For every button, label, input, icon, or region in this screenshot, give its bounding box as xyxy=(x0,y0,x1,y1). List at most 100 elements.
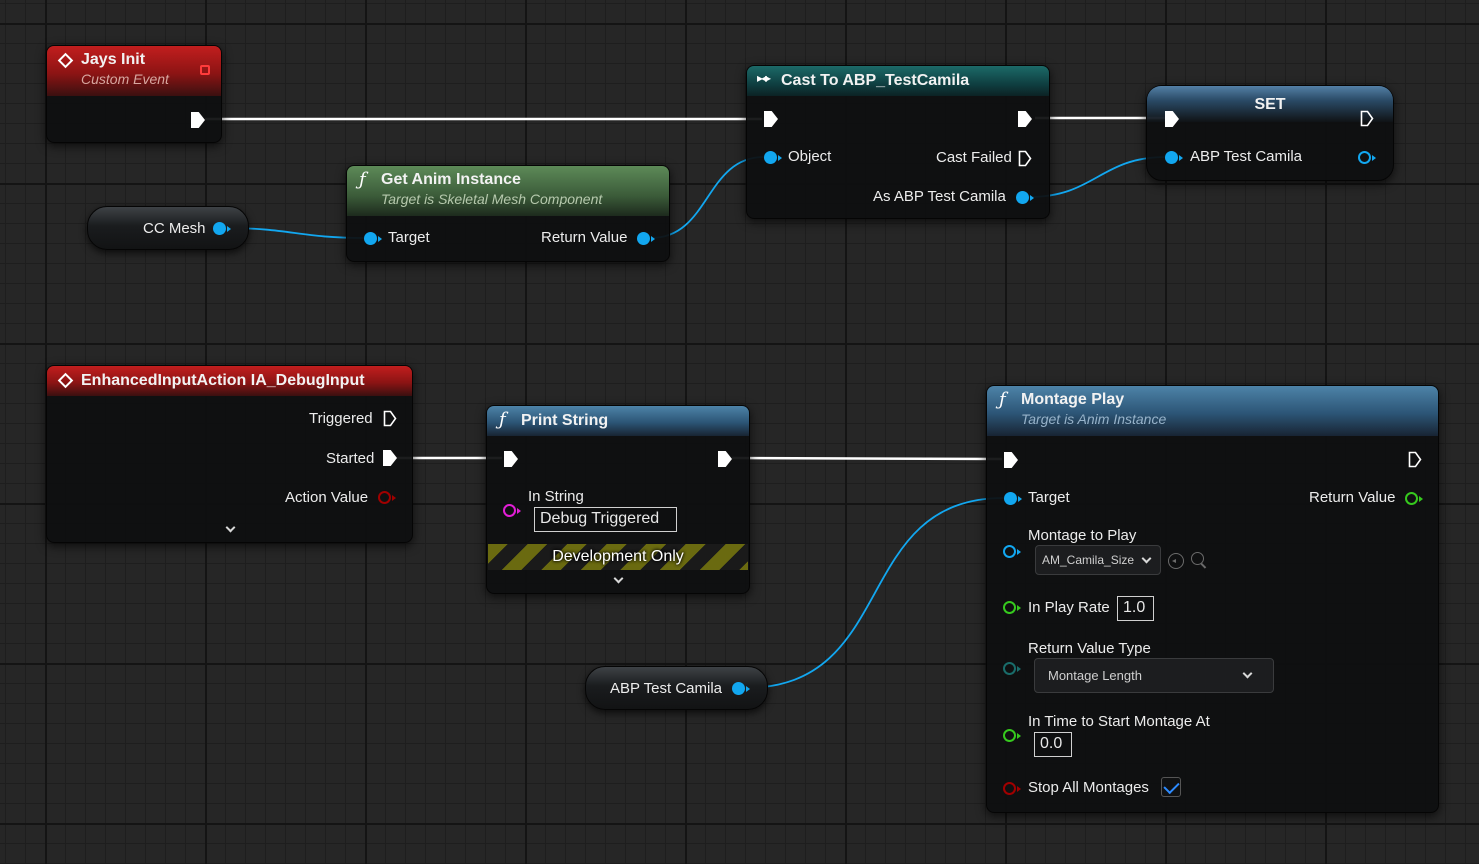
get-anim-instance-target-label: Target xyxy=(388,229,430,246)
jays-init-exec-out-pin[interactable] xyxy=(191,112,205,128)
in-time-to-start-label: In Time to Start Montage At xyxy=(1028,713,1210,730)
get-anim-instance-target-pin[interactable] xyxy=(364,232,377,245)
get-anim-instance-header[interactable]: ƒ Get Anim Instance Target is Skeletal M… xyxy=(347,166,669,216)
delegate-pin-icon[interactable] xyxy=(200,65,210,75)
cast-exec-in-pin[interactable] xyxy=(764,111,778,127)
montage-play-title: Montage Play xyxy=(1021,391,1125,408)
function-icon: ƒ xyxy=(499,409,506,430)
in-time-to-start-pin[interactable] xyxy=(1003,729,1016,742)
event-diamond-icon xyxy=(57,372,74,389)
action-value-label: Action Value xyxy=(285,489,369,506)
function-icon: ƒ xyxy=(999,389,1006,410)
stop-all-montages-pin[interactable] xyxy=(1003,782,1016,795)
started-exec-pin[interactable] xyxy=(383,450,397,466)
set-title: SET xyxy=(1254,96,1286,113)
print-string-exec-in-pin[interactable] xyxy=(504,451,518,467)
triggered-label: Triggered xyxy=(309,410,373,427)
cc-mesh-output-pin[interactable] xyxy=(213,222,226,235)
enhanced-input-title: EnhancedInputAction IA_DebugInput xyxy=(81,372,365,389)
exec-wire-print-to-montage xyxy=(731,456,1003,461)
cc-mesh-pin-arrow-icon xyxy=(227,226,231,232)
set-abp-label: ABP Test Camila xyxy=(1190,148,1302,165)
cast-as-abp-pin[interactable] xyxy=(1016,191,1029,204)
cc-mesh-variable-node[interactable]: CC Mesh xyxy=(87,206,249,250)
stop-all-arrow-icon xyxy=(1017,786,1021,792)
enhanced-input-action-node[interactable]: EnhancedInputAction IA_DebugInput Trigge… xyxy=(46,365,413,543)
set-exec-out-pin[interactable] xyxy=(1360,110,1374,127)
get-anim-instance-return-pin[interactable] xyxy=(637,232,650,245)
abp-test-camila-variable-node[interactable]: ABP Test Camila xyxy=(585,666,768,710)
checkmark-icon xyxy=(1163,777,1180,795)
return-pin-arrow-icon xyxy=(651,236,655,242)
return-value-type-value: Montage Length xyxy=(1048,668,1142,683)
abp-test-camila-label: ABP Test Camila xyxy=(610,680,722,697)
set-header[interactable] xyxy=(1147,86,1393,122)
browse-search-icon[interactable] xyxy=(1191,552,1207,569)
action-value-arrow-icon xyxy=(392,495,396,501)
montage-to-play-pin[interactable] xyxy=(1003,545,1016,558)
set-node[interactable]: SET ABP Test Camila xyxy=(1146,85,1394,181)
return-value-type-arrow-icon xyxy=(1017,666,1021,672)
expand-chevron-icon[interactable] xyxy=(613,573,624,584)
print-string-exec-out-pin[interactable] xyxy=(718,451,732,467)
stop-all-montages-checkbox[interactable] xyxy=(1161,777,1181,797)
set-abp-output-pin[interactable] xyxy=(1358,151,1371,164)
cast-as-abp-label: As ABP Test Camila xyxy=(873,188,1006,205)
dropdown-chevron-icon xyxy=(1141,553,1152,564)
montage-exec-out-pin[interactable] xyxy=(1408,451,1422,468)
abp-pin-arrow-icon xyxy=(746,686,750,692)
in-play-rate-label: In Play Rate xyxy=(1028,599,1110,616)
in-play-rate-arrow-icon xyxy=(1017,605,1021,611)
function-icon: ƒ xyxy=(359,169,366,190)
in-time-to-start-input[interactable]: 0.0 xyxy=(1034,732,1072,757)
triggered-exec-pin[interactable] xyxy=(383,410,397,427)
action-value-pin[interactable] xyxy=(378,491,391,504)
in-string-arrow-icon xyxy=(517,508,521,514)
abp-test-camila-output-pin[interactable] xyxy=(732,682,745,695)
get-anim-instance-title: Get Anim Instance xyxy=(381,171,521,188)
cc-mesh-label: CC Mesh xyxy=(143,220,206,237)
use-selected-arrow-icon[interactable] xyxy=(1168,553,1184,569)
enhanced-input-header[interactable]: EnhancedInputAction IA_DebugInput xyxy=(47,366,412,396)
as-abp-pin-arrow-icon xyxy=(1030,195,1034,201)
in-string-pin[interactable] xyxy=(503,504,516,517)
cast-icon: ▸◂▸ xyxy=(757,71,771,85)
cast-header[interactable]: ▸◂▸ Cast To ABP_TestCamila xyxy=(747,66,1049,96)
montage-asset-dropdown[interactable]: AM_Camila_Size xyxy=(1035,545,1161,575)
montage-play-subtitle: Target is Anim Instance xyxy=(1021,411,1167,427)
jays-init-node[interactable]: Jays Init Custom Event xyxy=(46,45,222,143)
montage-exec-in-pin[interactable] xyxy=(1004,452,1018,468)
get-anim-instance-return-label: Return Value xyxy=(541,229,628,246)
in-time-arrow-icon xyxy=(1017,733,1021,739)
in-string-input[interactable]: Debug Triggered xyxy=(534,507,677,532)
montage-play-header[interactable]: ƒ Montage Play Target is Anim Instance xyxy=(987,386,1438,436)
in-play-rate-input[interactable]: 1.0 xyxy=(1117,596,1154,621)
cast-object-label: Object xyxy=(788,148,832,165)
montage-return-value-pin[interactable] xyxy=(1405,492,1418,505)
return-value-type-pin[interactable] xyxy=(1003,662,1016,675)
montage-to-play-arrow-icon xyxy=(1017,549,1021,555)
set-abp-input-pin[interactable] xyxy=(1165,151,1178,164)
return-value-type-dropdown[interactable]: Montage Length xyxy=(1034,658,1274,693)
montage-asset-value: AM_Camila_Size xyxy=(1042,553,1135,567)
cast-node[interactable]: ▸◂▸ Cast To ABP_TestCamila Object Cast F… xyxy=(746,65,1050,219)
get-anim-instance-node[interactable]: ƒ Get Anim Instance Target is Skeletal M… xyxy=(346,165,670,262)
get-anim-instance-subtitle: Target is Skeletal Mesh Component xyxy=(381,191,603,207)
cast-exec-out-pin[interactable] xyxy=(1018,111,1032,127)
jays-init-subtitle: Custom Event xyxy=(81,71,169,87)
set-out-pin-arrow-icon xyxy=(1372,155,1376,161)
cast-object-pin[interactable] xyxy=(764,151,777,164)
jays-init-header[interactable]: Jays Init Custom Event xyxy=(47,46,221,96)
cast-failed-exec-pin[interactable] xyxy=(1018,150,1032,167)
print-string-node[interactable]: ƒ Print String In String Debug Triggered… xyxy=(486,405,750,594)
set-exec-in-pin[interactable] xyxy=(1165,111,1179,127)
print-string-header[interactable]: ƒ Print String xyxy=(487,406,749,436)
montage-target-pin[interactable] xyxy=(1004,492,1017,505)
print-string-title: Print String xyxy=(521,412,609,429)
montage-play-node[interactable]: ƒ Montage Play Target is Anim Instance T… xyxy=(986,385,1439,813)
object-wire-abpvar-to-montage-target xyxy=(744,497,1005,689)
expand-chevron-icon[interactable] xyxy=(225,522,236,533)
set-pin-arrow-icon xyxy=(1179,155,1183,161)
in-play-rate-pin[interactable] xyxy=(1003,601,1016,614)
cast-failed-label: Cast Failed xyxy=(936,149,1012,166)
